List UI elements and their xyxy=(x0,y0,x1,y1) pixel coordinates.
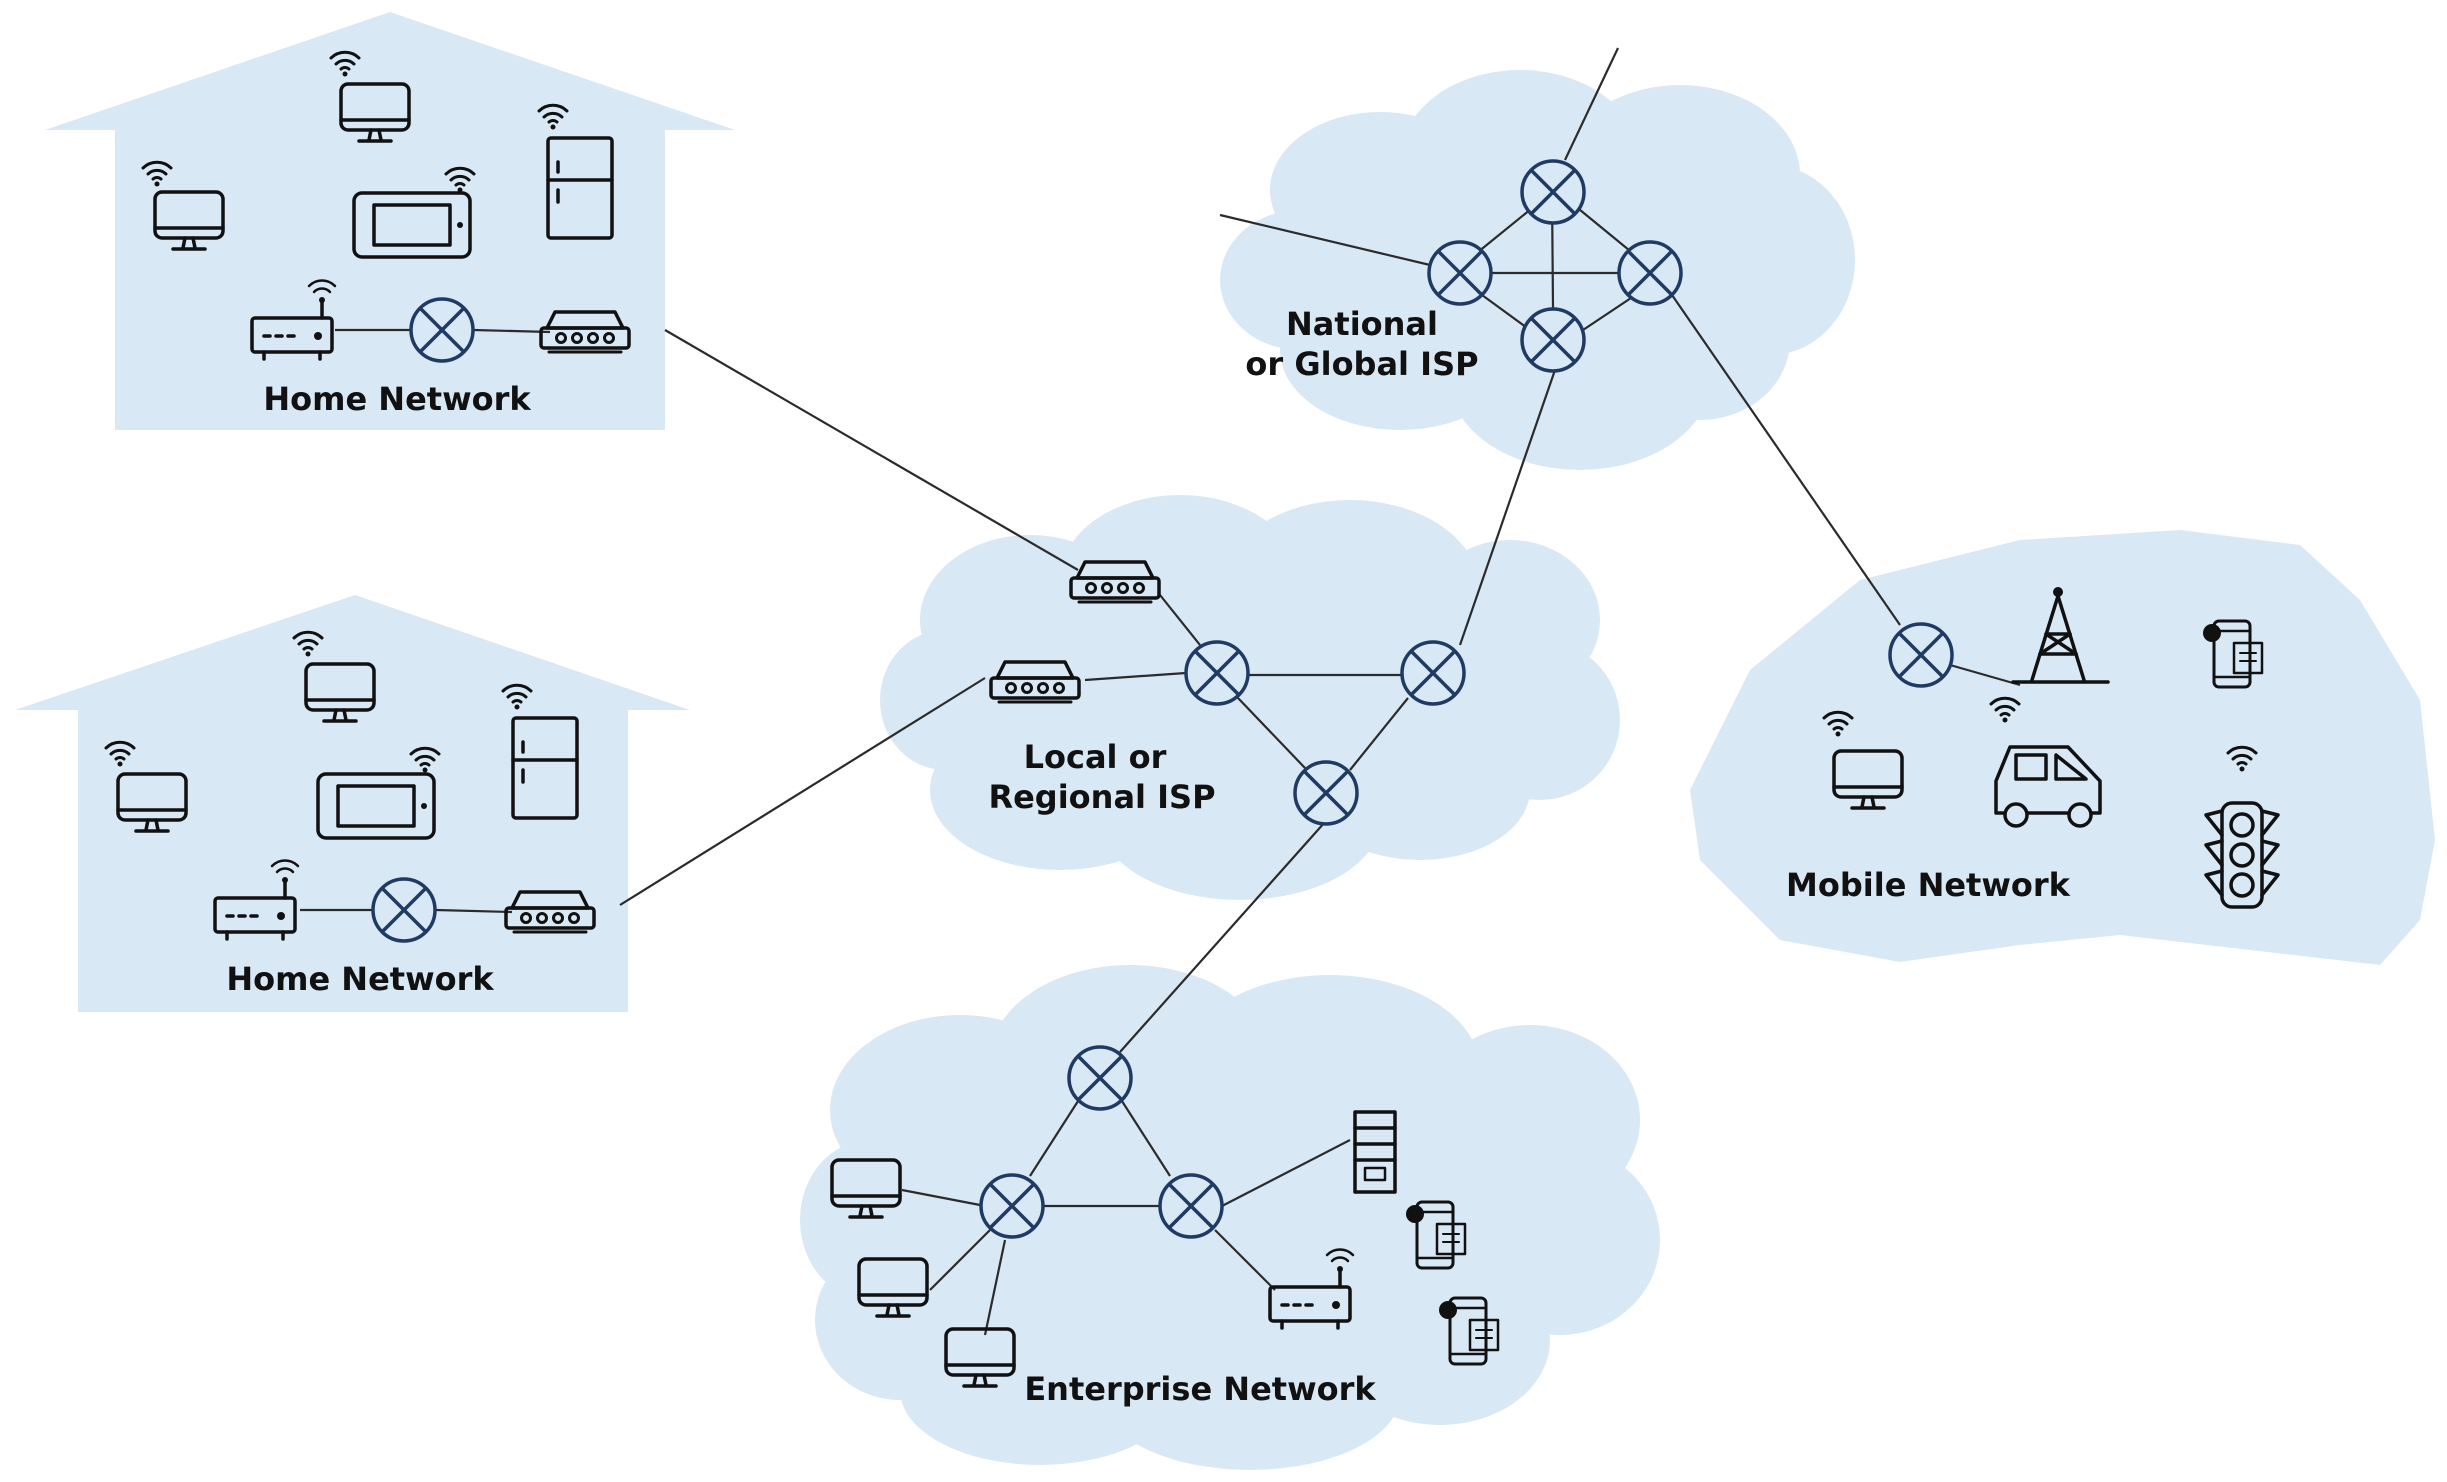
router-icon xyxy=(371,877,437,943)
router-icon xyxy=(1067,1045,1133,1111)
cell-tower-icon xyxy=(2011,587,2110,684)
car-icon xyxy=(1994,745,2102,828)
traffic-light-icon xyxy=(2204,801,2280,909)
router-icon xyxy=(1888,622,1954,688)
enterprise-network-label: Enterprise Network xyxy=(1024,1370,1376,1408)
national-isp-cloud xyxy=(1220,70,1855,470)
router-icon xyxy=(1427,240,1493,306)
home-network-bottom-label: Home Network xyxy=(226,960,494,998)
router-icon xyxy=(1400,640,1466,706)
router-icon xyxy=(1520,159,1586,225)
server-icon xyxy=(1353,1110,1397,1194)
local-isp-label-line2: Regional ISP xyxy=(988,778,1215,816)
home-network-top-label: Home Network xyxy=(263,380,531,418)
router-icon xyxy=(1158,1173,1224,1239)
router-icon xyxy=(1617,240,1683,306)
router-icon xyxy=(1520,307,1586,373)
mobile-network-label: Mobile Network xyxy=(1786,866,2071,904)
router-icon xyxy=(1184,640,1250,706)
local-isp-label-line1: Local or xyxy=(1024,738,1167,776)
links xyxy=(300,47,2021,1336)
router-icon xyxy=(979,1173,1045,1239)
national-isp-label-line2: or Global ISP xyxy=(1245,345,1478,383)
national-isp-label-line1: National xyxy=(1286,305,1438,343)
home-network-top-region xyxy=(45,12,735,430)
router-icon xyxy=(409,297,475,363)
router-icon xyxy=(1293,760,1359,826)
